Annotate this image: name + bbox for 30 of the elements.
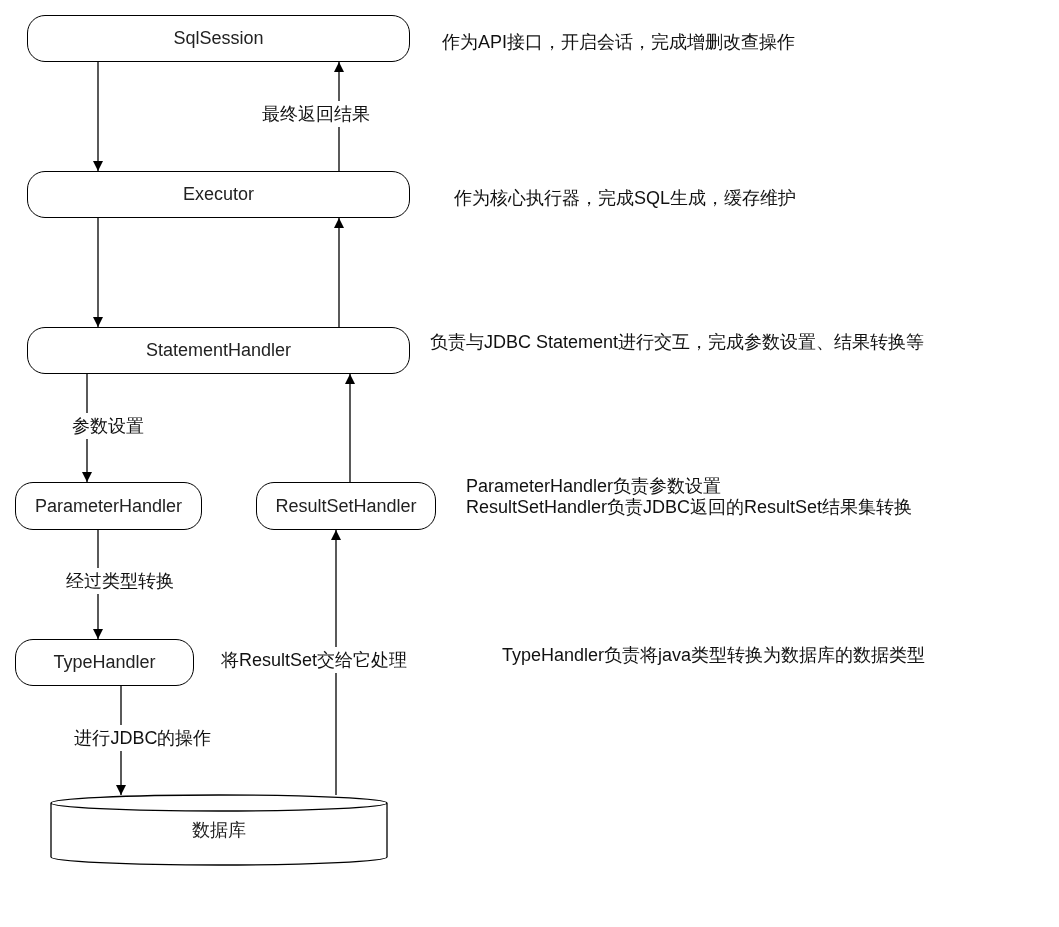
edge-label: 参数设置 <box>70 413 146 439</box>
arrow <box>331 529 341 796</box>
edge-label: 进行JDBC的操作 <box>72 725 214 751</box>
arrow <box>345 373 355 483</box>
node-label: 数据库 <box>192 819 246 842</box>
arrow <box>334 217 344 328</box>
node-label: ResultSetHandler <box>275 495 417 517</box>
edge-label: 经过类型转换 <box>64 568 176 594</box>
annotation-text: 作为API接口，开启会话，完成增删改查操作 <box>442 32 795 53</box>
arrow <box>93 61 103 172</box>
node-label: Executor <box>182 184 254 205</box>
node-label: SqlSession <box>173 28 264 49</box>
process-box <box>15 482 202 530</box>
node-label: ParameterHandler <box>34 495 183 517</box>
process-box <box>27 15 410 62</box>
annotation-text: 负责与JDBC Statement进行交互，完成参数设置、结果转换等 <box>430 332 925 353</box>
process-box <box>256 482 436 530</box>
process-box <box>27 327 410 374</box>
annotation-text: 作为核心执行器，完成SQL生成，缓存维护 <box>454 188 797 209</box>
annotation-text: ResultSetHandler负责JDBC返回的ResultSet结果集转换 <box>466 497 913 518</box>
arrow <box>93 217 103 328</box>
edge-label: 最终返回结果 <box>260 101 372 127</box>
edge-label: 将ResultSet交给它处理 <box>219 647 409 673</box>
annotation-text: TypeHandler负责将java类型转换为数据库的数据类型 <box>502 645 926 666</box>
annotation-text: ParameterHandler负责参数设置 <box>466 476 723 497</box>
node-label: TypeHandler <box>53 652 156 673</box>
process-box <box>27 171 410 218</box>
process-box <box>15 639 194 686</box>
database-cylinder <box>51 795 387 865</box>
node-label: StatementHandler <box>145 340 292 361</box>
